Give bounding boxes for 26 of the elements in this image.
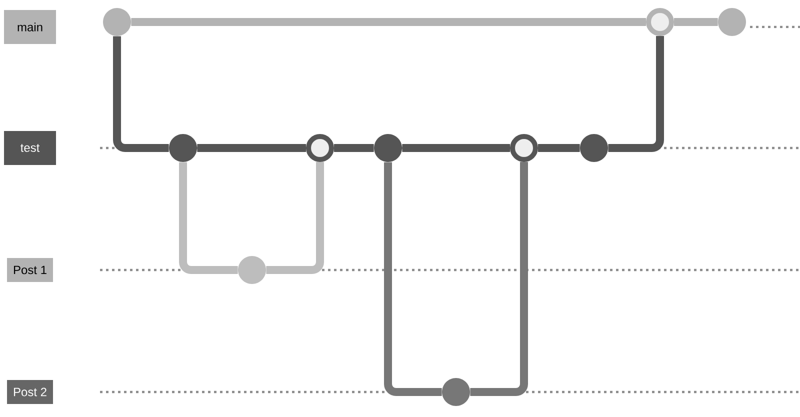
lane-label: Post 2 [7, 380, 53, 404]
commit-dot [169, 134, 197, 162]
merge-commit-dot [646, 8, 674, 36]
branch-line [608, 36, 664, 152]
merge-commit-dot [510, 134, 538, 162]
lane-label: Post 1 [7, 258, 53, 282]
commit-dot [442, 378, 470, 406]
commit-dot [718, 8, 746, 36]
branch-line [131, 18, 646, 26]
commit-dot [103, 8, 131, 36]
commit-dot [374, 134, 402, 162]
branch-line [674, 18, 718, 26]
branch-line [113, 36, 169, 152]
branch-line [266, 162, 324, 274]
lane-label: test [4, 131, 56, 165]
branch-line [470, 162, 528, 396]
branch-line [197, 144, 306, 152]
branch-line [402, 144, 510, 152]
branch-line [334, 144, 374, 152]
branch-line [538, 144, 580, 152]
branch-line [179, 162, 238, 274]
lane-label: main [4, 10, 56, 44]
merge-commit-dot [306, 134, 334, 162]
branch-line [384, 162, 442, 396]
commit-dot [580, 134, 608, 162]
commit-dot [238, 256, 266, 284]
